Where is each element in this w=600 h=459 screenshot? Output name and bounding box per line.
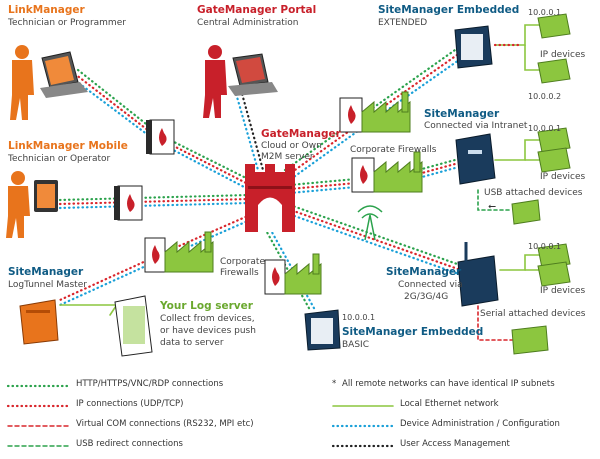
gatemanager-line1: Cloud or Own	[261, 141, 322, 151]
ip-devices-label: IP devices	[540, 286, 586, 296]
usb-devices-label: USB attached devices	[484, 188, 583, 198]
gatemanager-line2: M2M server	[261, 152, 314, 162]
sitemanager-embedded-basic-subtitle: BASIC	[342, 340, 369, 350]
ip-address-label: 10.0.0.1	[528, 242, 562, 251]
corporate-firewalls-mid-line2: Firewalls	[220, 268, 259, 278]
sitemanager-embedded-ext-title: SiteManager Embedded	[378, 4, 520, 16]
log-server-line2: or have devices push	[160, 326, 256, 336]
sitemanager-intranet-subtitle: Connected via Intranet	[424, 121, 528, 131]
log-server-title: Your Log server	[160, 300, 253, 312]
ip-address-label: 10.0.0.1	[528, 124, 562, 133]
ip-address-label: 10.0.0.2	[528, 92, 562, 101]
linkmanager-subtitle: Technician or Programmer	[8, 18, 126, 28]
log-server-icon	[114, 295, 153, 357]
gatemanager-title: GateManager	[261, 128, 341, 140]
serial-devices-label: Serial attached devices	[480, 309, 586, 319]
ip-devices-label: IP devices	[540, 172, 586, 182]
sitemanager-embedded-extended-device	[454, 25, 493, 69]
usb-device-icon: ⭠	[488, 199, 541, 225]
linkmanager-title: LinkManager	[8, 4, 85, 16]
legend-ip-label: IP connections (UDP/TCP)	[76, 399, 184, 409]
factory-firewall-mid	[351, 151, 423, 193]
legend-user-access-label: User Access Management	[400, 439, 510, 449]
legend-usb-label: USB redirect connections	[76, 439, 183, 449]
radio-tower-icon	[357, 205, 383, 241]
linkmanager-mobile-subtitle: Technician or Operator	[8, 154, 111, 164]
logtunnel-master-device	[19, 299, 59, 345]
laptop-icon	[40, 51, 88, 98]
sitemanager-cell-line1: Connected via	[398, 280, 463, 290]
legend-http-label: HTTP/HTTPS/VNC/RDP connections	[76, 379, 224, 389]
gatemanager-castle-icon	[245, 164, 295, 232]
factory-firewall-left	[144, 231, 214, 273]
sitemanager-embedded-ext-subtitle: EXTENDED	[378, 18, 428, 28]
sitemanager-cell-device	[457, 242, 499, 307]
legend-asterisk-marker: *	[332, 379, 337, 389]
linkmanager-mobile-title: LinkManager Mobile	[8, 140, 128, 152]
serial-device-icon	[511, 325, 549, 355]
tablet-icon	[34, 180, 58, 212]
log-server-line3: data to server	[160, 338, 224, 348]
basic-ip-label: 10.0.0.1	[342, 313, 376, 322]
legend-identical-subnets-label: All remote networks can have identical I…	[342, 379, 555, 389]
legend-device-admin-label: Device Administration / Configuration	[400, 419, 560, 429]
sitemanager-intranet-title: SiteManager	[424, 108, 500, 120]
sitemanager-logtunnel-title: SiteManager	[8, 266, 84, 278]
portal-admin-figure	[203, 45, 227, 118]
sitemanager-embedded-basic-title: SiteManager Embedded	[342, 326, 484, 338]
ip-devices-label: IP devices	[540, 50, 586, 60]
sitemanager-cell-title: SiteManager	[386, 266, 462, 278]
corporate-firewalls-mid-line1: Corporate	[220, 257, 265, 267]
portal-laptop-icon	[228, 53, 278, 96]
technician-figure	[10, 45, 34, 120]
firewall-book-icon	[114, 185, 143, 221]
svg-text:⭠: ⭠	[488, 201, 496, 212]
corporate-firewalls-top-label: Corporate Firewalls	[350, 145, 437, 155]
factory-firewall-top	[339, 91, 411, 133]
sitemanager-intranet-device	[455, 133, 496, 185]
gatemanager-portal-subtitle: Central Administration	[197, 18, 299, 28]
sitemanager-cell-line2: 2G/3G/4G	[404, 292, 449, 302]
sitemanager-logtunnel-subtitle: LogTunnel Master	[8, 280, 87, 290]
ip-device-box	[537, 13, 571, 287]
factory-firewall-center	[264, 253, 322, 295]
ip-address-label: 10.0.0.1	[528, 8, 562, 17]
sitemanager-embedded-basic-device	[304, 309, 341, 351]
legend-local-ethernet-label: Local Ethernet network	[400, 399, 499, 409]
legend-virtual-com-label: Virtual COM connections (RS232, MPI etc)	[76, 419, 254, 429]
gatemanager-portal-title: GateManager Portal	[197, 4, 317, 16]
firewall-book-icon	[146, 119, 175, 155]
log-server-line1: Collect from devices,	[160, 314, 255, 324]
mobile-operator-figure	[6, 171, 30, 238]
legend-lines	[6, 384, 395, 448]
